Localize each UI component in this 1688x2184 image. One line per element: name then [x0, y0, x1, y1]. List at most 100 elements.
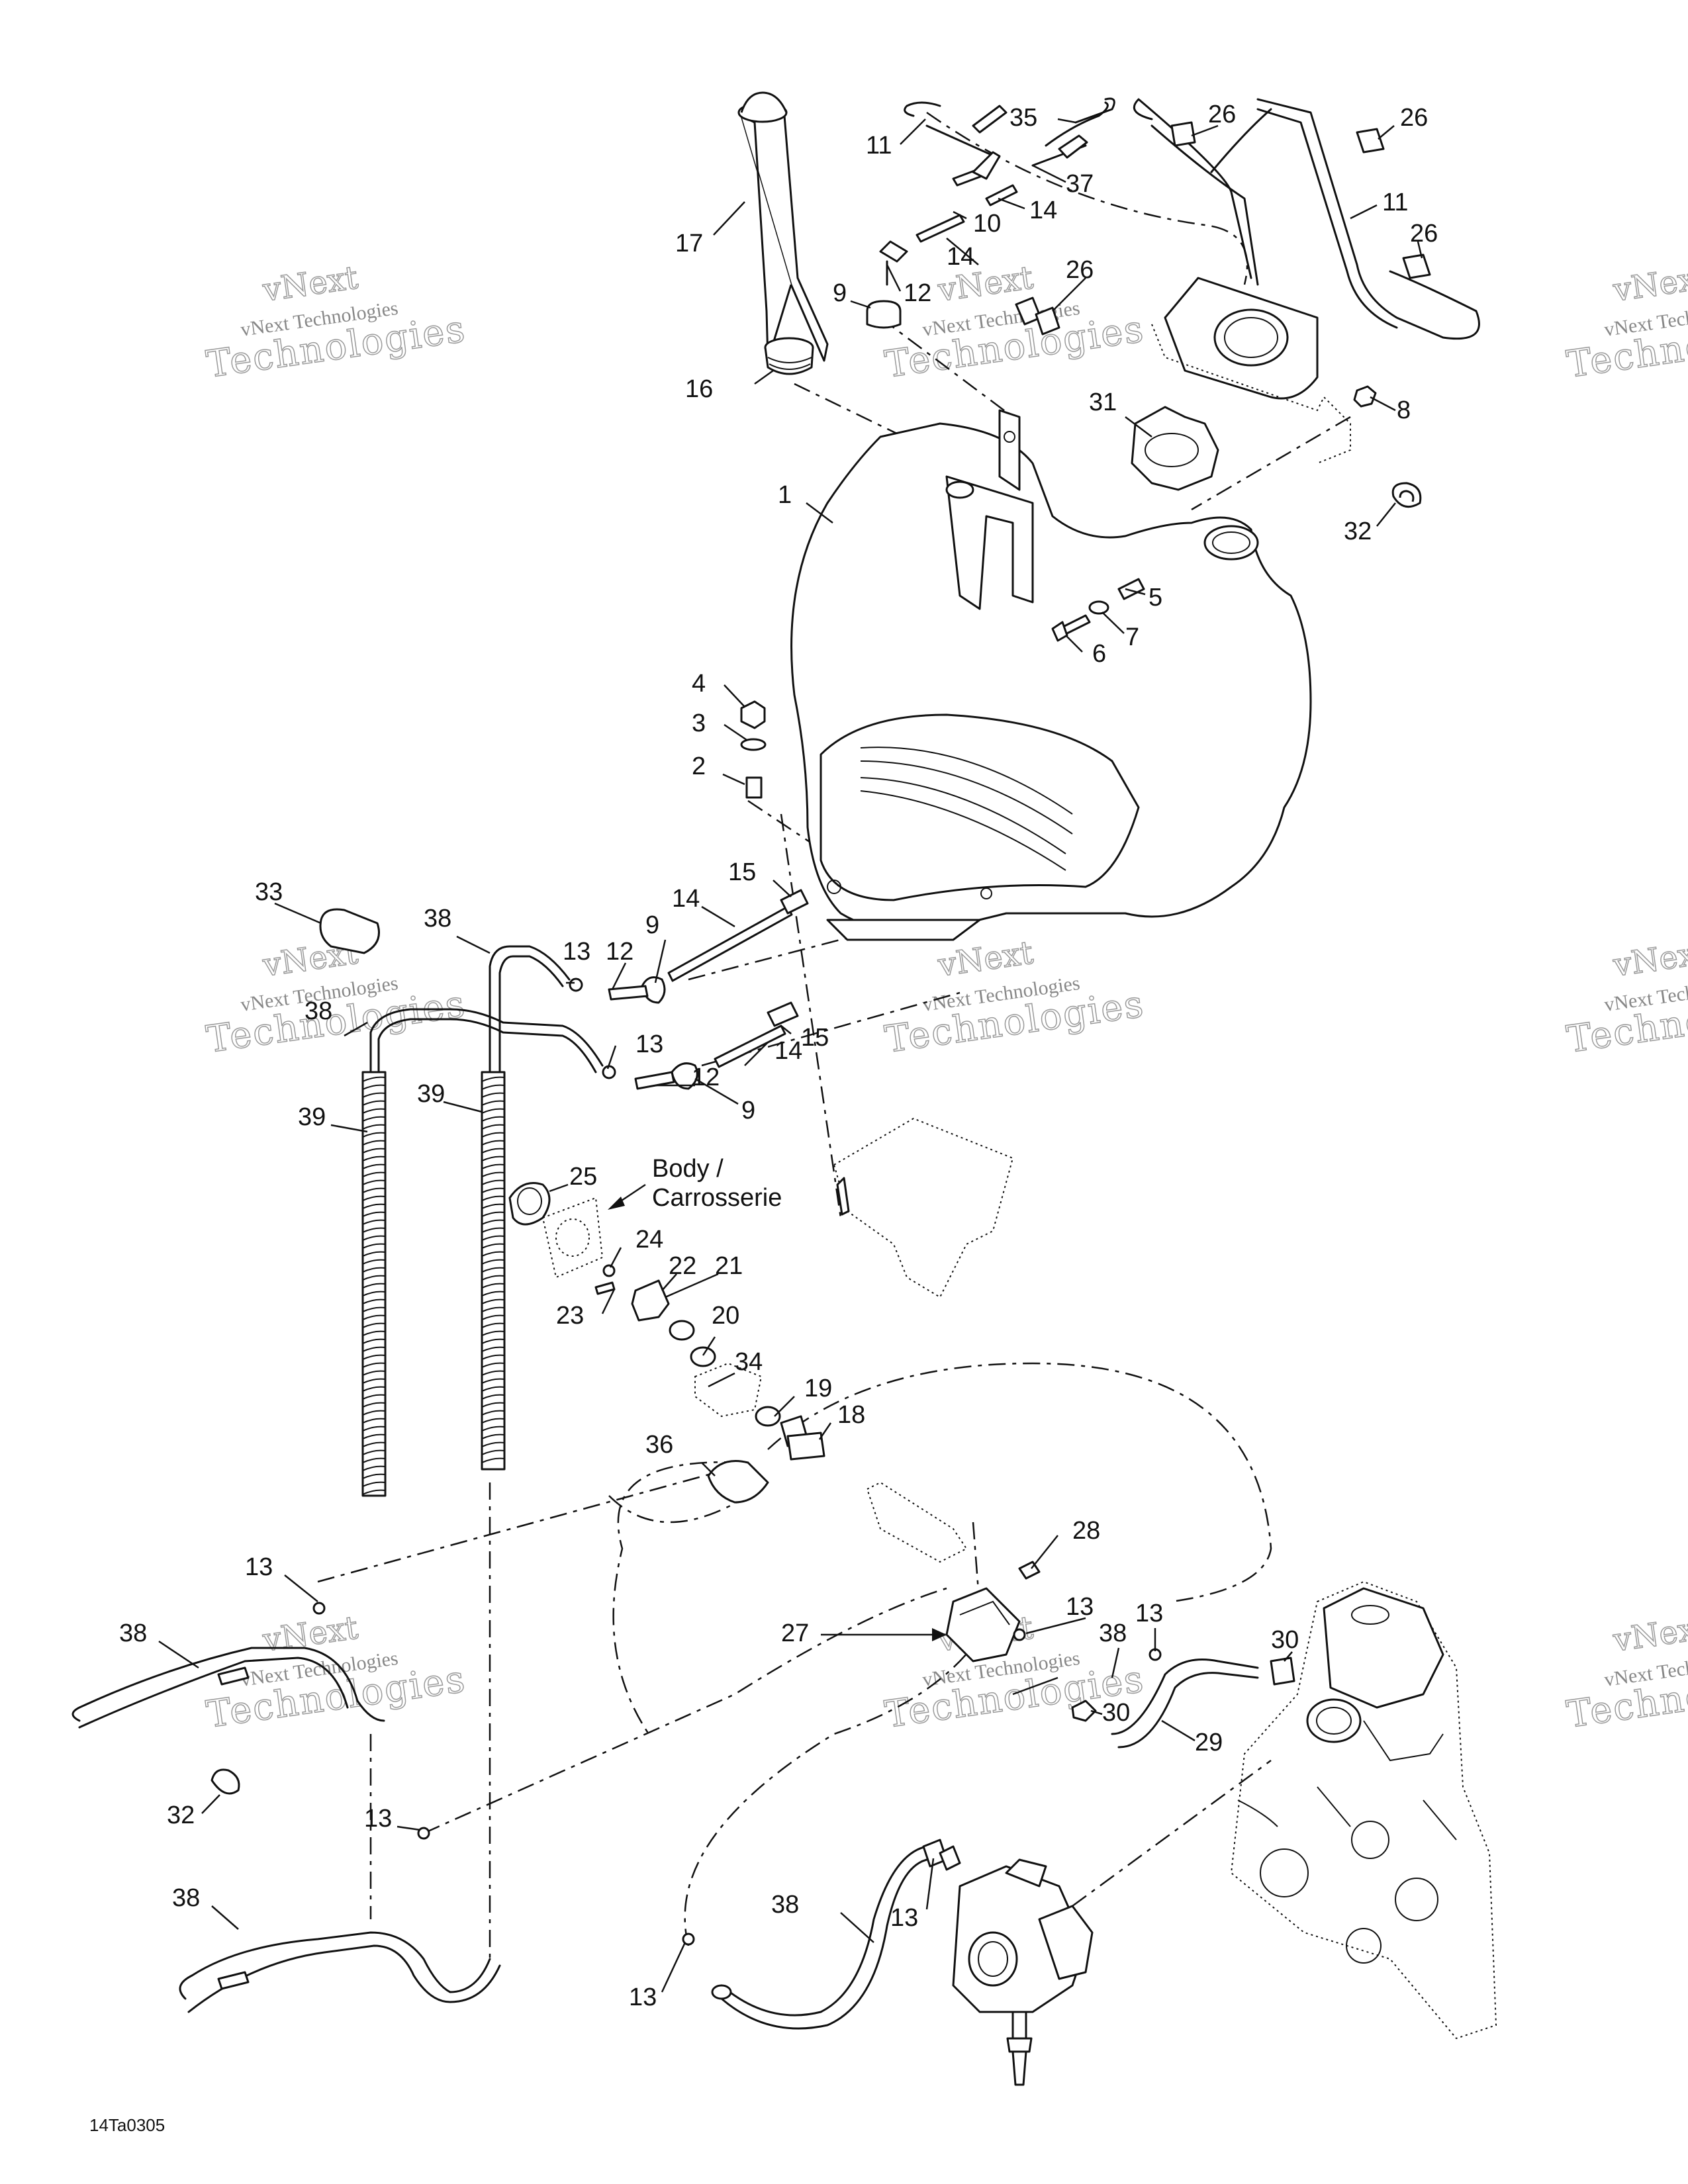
fuel-hoses-38-upper: [369, 945, 604, 1073]
callout-11a: 11: [866, 132, 892, 159]
callout-2: 2: [692, 752, 706, 780]
callout-26b: 26: [1400, 104, 1428, 132]
vent-hoses-top: [879, 97, 1115, 286]
callout-35: 35: [1009, 104, 1037, 132]
callout-11b: 11: [1382, 189, 1408, 216]
tank-fasteners: [740, 300, 1377, 799]
spiral-wrap-39: [361, 1071, 506, 1497]
fuel-hoses-38-lower: [71, 1647, 501, 2013]
callout-22: 22: [669, 1252, 696, 1280]
watermark: vNext vNext Technologies Technologies: [203, 259, 469, 387]
callout-36: 36: [645, 1431, 673, 1459]
fuel-tank: [790, 409, 1312, 941]
callout-17: 17: [675, 230, 703, 257]
callout-1: 1: [778, 481, 792, 509]
callout-38f: 38: [1099, 1619, 1127, 1647]
fuel-cap: [1131, 406, 1219, 491]
callout-leaders: [158, 118, 1423, 1993]
callout-9a: 9: [833, 279, 847, 307]
callouts: 1 2 3 4 5 6 7 8 9 9 9 10 11 11 12 12 12 …: [119, 101, 1438, 2011]
callout-38c: 38: [119, 1619, 147, 1647]
callout-39a: 39: [298, 1103, 326, 1131]
svg-text:Body /: Body /: [652, 1155, 724, 1183]
callout-26c: 26: [1410, 220, 1438, 248]
callout-13f: 13: [890, 1904, 918, 1932]
callout-38d: 38: [172, 1884, 200, 1912]
fittings-mid: [569, 976, 698, 1090]
callout-37: 37: [1066, 170, 1094, 198]
filler-neck: [737, 91, 829, 362]
washer-7: [1088, 600, 1109, 615]
reference-code: 14Ta0305: [89, 2115, 165, 2135]
callout-7: 7: [1125, 623, 1139, 651]
svg-text:vNext: vNext: [1611, 259, 1688, 309]
callout-31: 31: [1089, 388, 1117, 416]
svg-text:Carrosserie: Carrosserie: [652, 1184, 782, 1212]
rubber-mount-9: [866, 300, 902, 329]
clamp-32b: [211, 1768, 240, 1795]
washer-3: [740, 738, 767, 751]
callout-38a: 38: [424, 905, 451, 933]
callout-32b: 32: [167, 1801, 195, 1829]
clamp-32: [1391, 482, 1422, 508]
nut-8: [1353, 385, 1377, 408]
callout-26a: 26: [1208, 101, 1236, 128]
fuel-hose-29: [1071, 1657, 1295, 1749]
watermark: vNext vNext Technologies Technologies: [882, 934, 1147, 1062]
callout-19: 19: [804, 1375, 832, 1402]
body-arrow: [608, 1183, 947, 1641]
fuel-valve-assembly: [508, 1182, 825, 1504]
svg-text:vNext: vNext: [260, 1609, 360, 1659]
spacer-2: [745, 776, 763, 799]
clips-26: [1015, 121, 1431, 336]
body-label: Body / Carrosserie: [652, 1155, 782, 1212]
callout-13h: 13: [1135, 1600, 1163, 1627]
callout-9b: 9: [645, 911, 659, 939]
callout-13c: 13: [245, 1553, 273, 1581]
callout-10: 10: [973, 210, 1001, 238]
clamp-36: [707, 1460, 769, 1504]
callout-14a: 14: [1029, 197, 1057, 224]
callout-25: 25: [569, 1163, 597, 1191]
svg-text:vNext: vNext: [1611, 1609, 1688, 1659]
callout-9c: 9: [741, 1097, 755, 1124]
body-panel: [833, 1117, 1014, 1298]
watermark: vNext vNext Technologies Technologies: [1564, 259, 1688, 387]
callout-15b: 15: [801, 1024, 829, 1052]
fuel-pump: [866, 1481, 1041, 1662]
engine: [1230, 1580, 1497, 2040]
vent-hose-14: [915, 214, 965, 243]
callout-12b: 12: [606, 938, 633, 966]
carburetor: [952, 1858, 1094, 2086]
callout-34: 34: [735, 1348, 763, 1376]
callout-38b: 38: [305, 997, 332, 1025]
assembly-lines: [317, 111, 1351, 1959]
callout-13b: 13: [635, 1030, 663, 1058]
clamps-lower: [211, 908, 1162, 1946]
callout-13e: 13: [629, 1983, 657, 2011]
callout-33: 33: [255, 878, 283, 906]
callout-6: 6: [1092, 640, 1106, 668]
callout-13d: 13: [364, 1805, 392, 1833]
nut-4: [740, 700, 766, 729]
callout-20: 20: [712, 1302, 739, 1330]
callout-30b: 30: [1102, 1699, 1130, 1727]
callout-8: 8: [1397, 396, 1411, 424]
grommet-16: [764, 337, 814, 375]
svg-text:vNext: vNext: [1611, 934, 1688, 984]
callout-39b: 39: [417, 1080, 445, 1108]
callout-32a: 32: [1344, 518, 1372, 545]
callout-14c: 14: [672, 885, 700, 913]
callout-16: 16: [685, 375, 713, 403]
callout-27: 27: [781, 1619, 809, 1647]
watermark: vNext vNext Technologies Technologies: [1564, 1609, 1688, 1737]
callout-15a: 15: [728, 858, 756, 886]
callout-26d: 26: [1066, 256, 1094, 284]
callout-30a: 30: [1271, 1626, 1299, 1654]
callout-13a: 13: [563, 938, 590, 966]
vent-hose-14b: [985, 184, 1018, 206]
callout-3: 3: [692, 709, 706, 737]
callout-23: 23: [556, 1302, 584, 1330]
callout-29: 29: [1195, 1729, 1223, 1756]
watermark: vNext vNext Technologies Technologies: [1564, 934, 1688, 1062]
